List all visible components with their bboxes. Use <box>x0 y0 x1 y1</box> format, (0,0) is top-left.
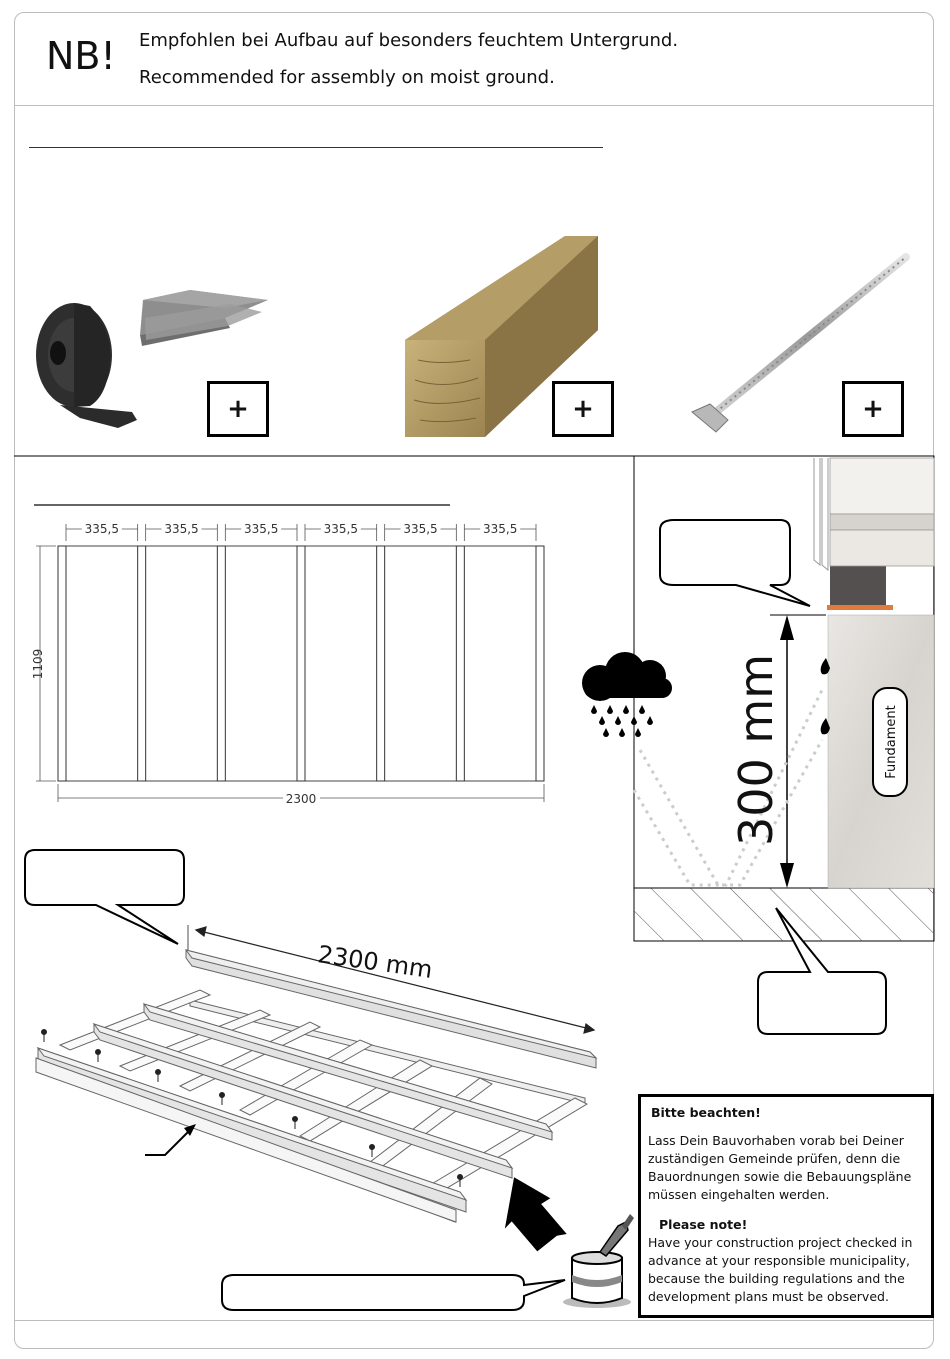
plan-joist <box>296 545 306 782</box>
screw-image <box>691 253 910 433</box>
plan-joist <box>535 545 545 782</box>
notice-title-english: Please note! <box>659 1217 748 1232</box>
rain-cloud-icon <box>582 652 672 737</box>
runner-pointer-line <box>145 1129 191 1156</box>
plan-spacing-label: 335,5 <box>244 522 278 536</box>
section-height-label: 300 mm <box>729 654 783 846</box>
nb-label: NB! <box>46 34 116 78</box>
plan-joist <box>216 545 226 782</box>
header-text-english: Recommended for assembly on moist ground… <box>139 67 555 88</box>
runner-pointer-head <box>184 1124 196 1136</box>
notice-text-german: Lass Dein Bauvorhaben vorab bei Deiner z… <box>648 1133 912 1202</box>
plan-spacing-label: 335,5 <box>324 522 358 536</box>
plan-spacing-label: 335,5 <box>164 522 198 536</box>
rubber-pads-image <box>140 290 268 346</box>
plan-joist <box>57 545 67 782</box>
plan-height-dimension <box>36 545 56 782</box>
plan-width-label: 2300 <box>286 792 317 806</box>
plan-spacing-dimension <box>145 524 218 541</box>
plan-spacing-label: 335,5 <box>85 522 119 536</box>
header-text-german: Empfohlen bei Aufbau auf besonders feuch… <box>139 30 679 51</box>
materials-title-rule <box>29 147 603 148</box>
plan-joist <box>455 545 465 782</box>
notice-title-german: Bitte beachten! <box>651 1105 761 1120</box>
plan-height-label: 1109 <box>31 649 45 680</box>
plan-spacing-dimension <box>463 524 537 541</box>
add-rubber-pads-button[interactable]: + <box>207 381 269 437</box>
plan-joist <box>137 545 147 782</box>
speech-bubble-section-top <box>659 519 811 607</box>
screws-markers <box>41 1029 463 1187</box>
add-screw-button[interactable]: + <box>842 381 904 437</box>
speech-bubble-iso <box>24 849 185 945</box>
add-wooden-post-button[interactable]: + <box>552 381 614 437</box>
bottom-strip <box>14 1320 934 1321</box>
paint-bucket-icon <box>563 1214 634 1308</box>
plan-spacing-dimension <box>384 524 457 541</box>
isometric-length-dimension <box>187 925 596 1034</box>
isometric-frame-drawing <box>35 949 598 1223</box>
plan-spacing-dimension <box>65 524 139 541</box>
plan-width-dimension <box>57 784 545 802</box>
speech-bubble-paint <box>221 1274 566 1311</box>
plan-joist <box>376 545 386 782</box>
plan-spacing-dimension <box>304 524 378 541</box>
plan-spacing-dimension <box>224 524 298 541</box>
header-box <box>14 12 934 106</box>
foundation-label-box <box>872 687 908 797</box>
large-direction-arrow <box>504 1177 567 1252</box>
notice-box: Bitte beachten! Lass Dein Bauvorhaben vo… <box>638 1094 934 1318</box>
plan-spacing-label: 335,5 <box>403 522 437 536</box>
speech-bubble-section-bottom <box>757 907 887 1035</box>
plan-spacing-label: 335,5 <box>483 522 517 536</box>
wooden-post-image <box>405 236 598 437</box>
foundation-label: Fundament <box>884 705 899 778</box>
rubber-roll-image <box>36 303 137 428</box>
isometric-length-label: 2300 mm <box>316 940 434 984</box>
notice-text-english: Have your construction project checked i… <box>648 1235 913 1304</box>
